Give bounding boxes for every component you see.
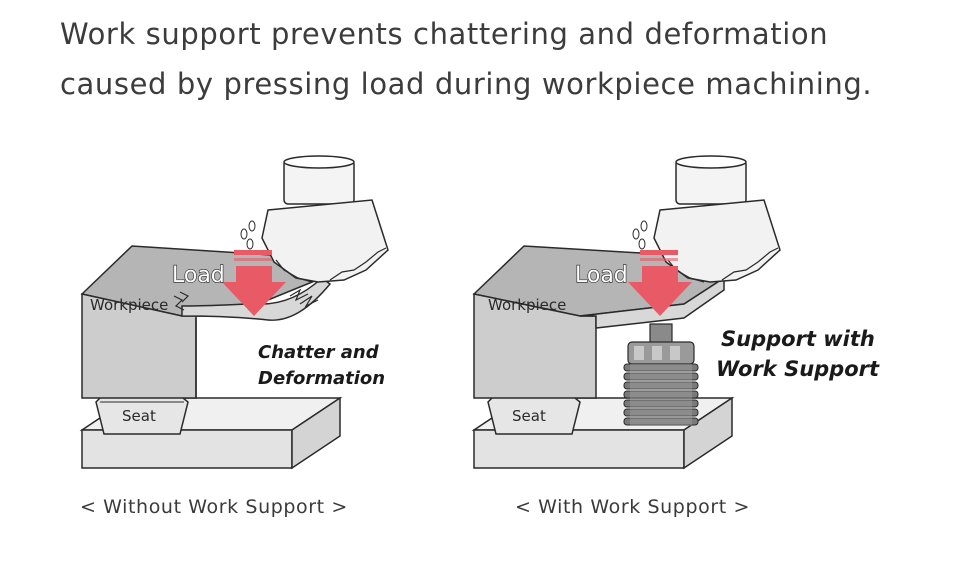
left-seat-label: Seat [122, 407, 156, 425]
left-cutting-tool [240, 155, 389, 283]
headline-line-2: caused by pressing load during workpiece… [60, 67, 873, 101]
left-load-label: Load [172, 263, 225, 288]
right-illustration: Load Workpiece Seat Support with Work Su… [471, 155, 880, 470]
right-load-label: Load [575, 263, 628, 288]
work-support-device [623, 323, 699, 426]
right-workpiece-label: Workpiece [488, 296, 566, 314]
left-caption: < Without Work Support > [80, 496, 348, 518]
left-workpiece-label: Workpiece [90, 296, 168, 314]
right-load-arrow [628, 250, 692, 316]
left-illustration: Load Workpiece Seat Chatter and Deformat… [79, 155, 389, 470]
left-effect-line-2: Deformation [258, 368, 385, 389]
right-effect-line-1: Support with [721, 327, 875, 351]
right-cutting-tool [632, 155, 781, 283]
right-effect-line-2: Work Support [716, 357, 880, 381]
headline-line-1: Work support prevents chattering and def… [60, 17, 829, 51]
left-load-arrow [222, 250, 286, 316]
right-seat-label: Seat [512, 407, 546, 425]
right-caption: < With Work Support > [515, 496, 750, 518]
left-seat [95, 393, 189, 435]
left-effect-line-1: Chatter and [258, 342, 380, 363]
